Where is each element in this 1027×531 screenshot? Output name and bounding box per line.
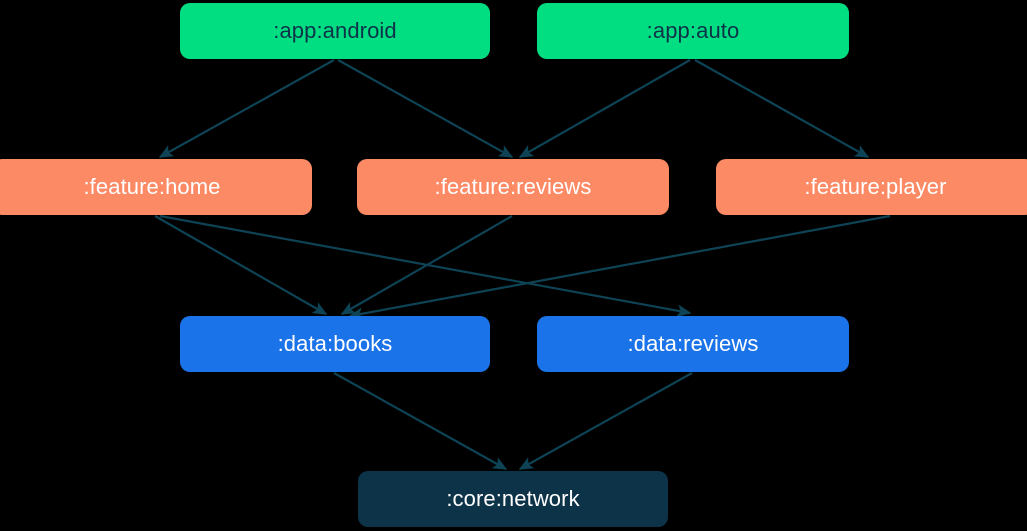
- node-label-feature-reviews: :feature:reviews: [434, 174, 592, 199]
- node-app-auto[interactable]: :app:auto: [537, 3, 849, 59]
- node-data-reviews[interactable]: :data:reviews: [537, 316, 849, 372]
- edge-home-to-reviews: [159, 214, 692, 317]
- node-label-data-reviews: :data:reviews: [627, 331, 759, 356]
- node-feature-home[interactable]: :feature:home: [0, 159, 312, 215]
- node-core-network[interactable]: :core:network: [358, 471, 668, 527]
- node-label-feature-home: :feature:home: [83, 174, 221, 199]
- node-label-feature-player: :feature:player: [804, 174, 947, 199]
- node-label-data-books: :data:books: [277, 331, 393, 356]
- edge-player-to-books: [348, 214, 891, 320]
- edge-auto-to-player: [694, 59, 870, 158]
- edge-datareviews-to-network: [518, 372, 693, 470]
- node-label-core-network: :core:network: [446, 486, 580, 511]
- edge-auto-to-reviews: [518, 59, 691, 158]
- edge-android-to-home: [158, 59, 335, 158]
- node-label-app-android: :app:android: [273, 18, 397, 43]
- node-feature-reviews[interactable]: :feature:reviews: [357, 159, 669, 215]
- edge-android-to-reviews: [337, 59, 514, 158]
- node-feature-player[interactable]: :feature:player: [716, 159, 1027, 215]
- edge-books-to-network: [333, 372, 508, 470]
- node-app-android[interactable]: :app:android: [180, 3, 490, 59]
- node-data-books[interactable]: :data:books: [180, 316, 490, 372]
- edge-home-to-books: [154, 215, 328, 315]
- edge-reviews-to-books: [340, 215, 513, 315]
- node-label-app-auto: :app:auto: [646, 18, 740, 43]
